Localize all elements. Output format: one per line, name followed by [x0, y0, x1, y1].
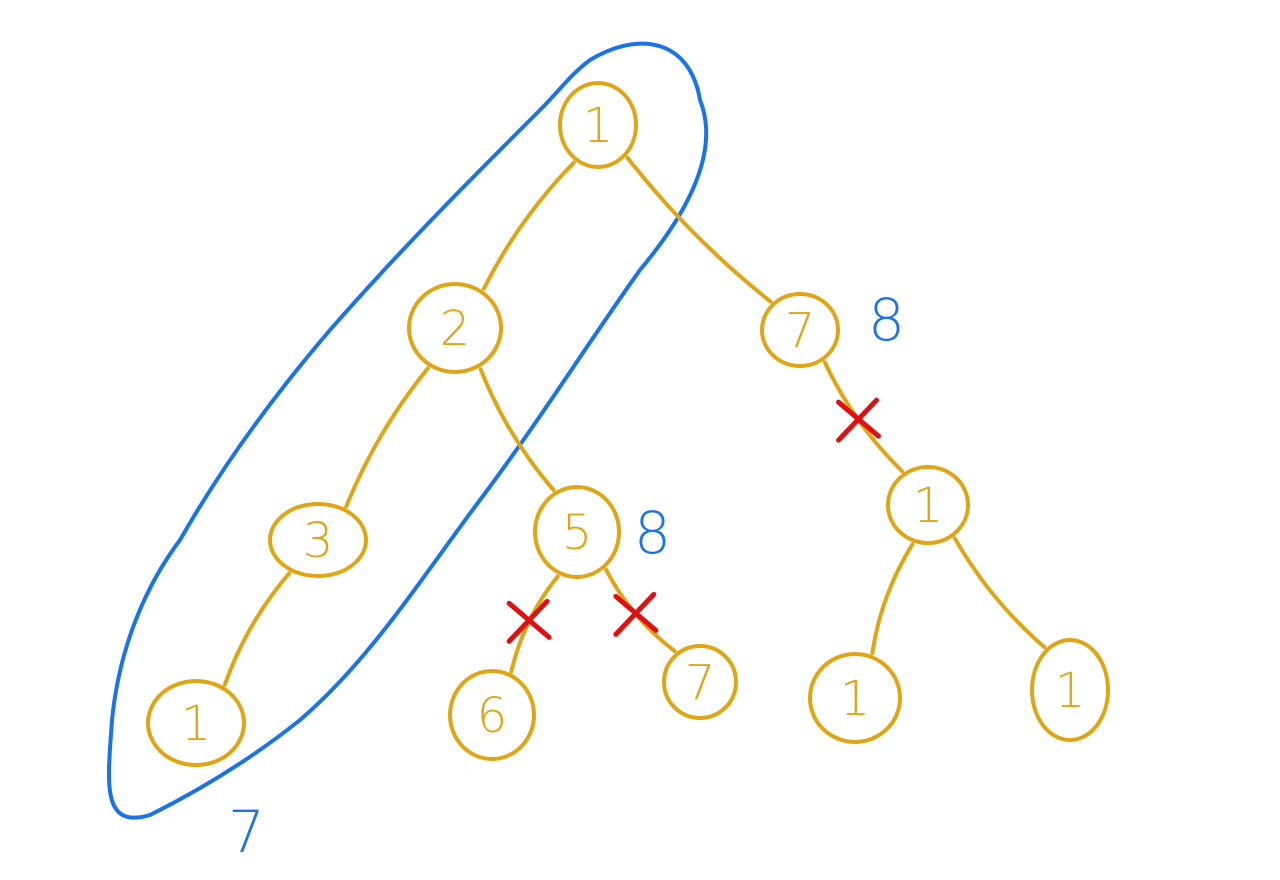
node-label: 5: [562, 505, 593, 561]
node-label: 6: [477, 688, 508, 744]
node-label: 1: [1055, 663, 1086, 719]
path-sum-label: 7: [228, 798, 265, 866]
node-label: 1: [913, 478, 944, 534]
node-circle: [448, 669, 536, 761]
node-circle: [268, 502, 368, 578]
node-label: 7: [685, 655, 716, 711]
cut-mark-n-7-n-1b: [836, 397, 882, 443]
node-circle: [146, 679, 246, 767]
node-circle: [533, 485, 621, 579]
node-circle: [662, 644, 738, 720]
tree-node-n-2: 2: [407, 282, 503, 374]
highlight-path-loop: [106, 41, 709, 820]
tree-edge-n-2-n-3: [344, 366, 430, 509]
node-label: 2: [440, 301, 471, 357]
tree-edge-n-root-n-2: [481, 160, 576, 291]
tree-node-n-7: 7: [760, 292, 840, 368]
tree-node-n-5: 5: [533, 485, 621, 579]
node-label: 1: [181, 696, 212, 752]
node-circle: [558, 81, 638, 169]
tree-edge-n-2-n-5: [478, 367, 556, 492]
tree-edge-n-1b-n-1d: [952, 536, 1047, 650]
sum-at-5-label: 8: [634, 499, 671, 567]
tree-node-n-1b: 1: [886, 465, 970, 545]
node-circle: [760, 292, 840, 368]
tree-edge-n-3-n-1a: [222, 571, 292, 687]
tree-edge-n-root-n-7: [625, 155, 773, 304]
tree-node-n-1c: 1: [808, 652, 902, 744]
node-label: 3: [303, 513, 334, 569]
tree-node-n-1a: 1: [146, 679, 246, 767]
cut-mark-n-5-n-7b: [613, 591, 659, 637]
node-circle: [808, 652, 902, 744]
tree-node-n-7b: 7: [662, 644, 738, 720]
tree-node-n-1d: 1: [1030, 638, 1110, 742]
tree-edge-n-1b-n-1c: [870, 542, 915, 656]
node-label: 1: [583, 98, 614, 154]
tree-node-n-root: 1: [558, 81, 638, 169]
node-label: 1: [840, 671, 871, 727]
tree-node-n-3: 3: [268, 502, 368, 578]
node-label: 7: [785, 303, 816, 359]
node-circle: [1030, 638, 1110, 742]
node-circle: [407, 282, 503, 374]
cut-mark-n-5-n-6: [506, 598, 552, 644]
sum-at-7-label: 8: [868, 286, 905, 354]
node-circle: [886, 465, 970, 545]
tree-node-n-6: 6: [448, 669, 536, 761]
